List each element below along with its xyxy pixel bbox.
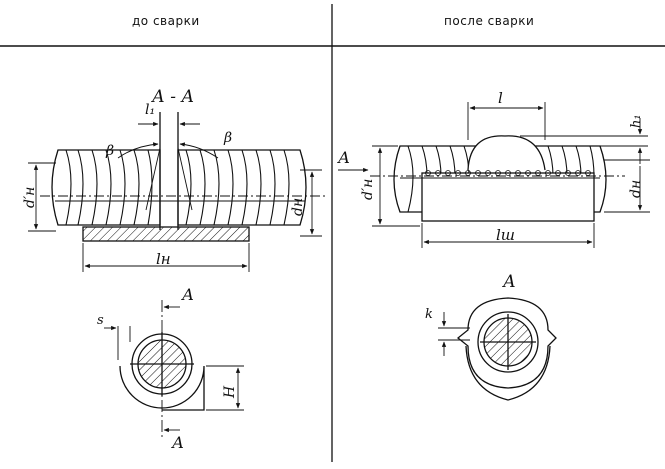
header-before-welding: до сварки — [132, 14, 200, 28]
right-dimensions — [338, 102, 650, 248]
right-bar-ribs — [185, 149, 290, 226]
label-dn-prime-left: d′н — [22, 187, 38, 208]
label-A-arrow: А — [337, 148, 350, 167]
label-h1: h₁ — [629, 114, 644, 128]
table-frame — [0, 4, 665, 462]
label-beta-right: β — [223, 130, 232, 146]
left-dimensions — [28, 121, 322, 272]
label-s: s — [97, 313, 104, 328]
label-A-top: А — [181, 285, 194, 304]
label-lsh: lш — [496, 226, 515, 244]
label-A-bottom: А — [171, 433, 184, 452]
left-section-title: А - А — [151, 87, 194, 107]
header-after-welding: после сварки — [444, 14, 535, 28]
label-beta-left: β — [105, 143, 114, 159]
label-k: k — [425, 307, 433, 322]
label-dn-right: dн — [628, 180, 644, 198]
right-cross-section — [438, 297, 557, 401]
left-backing-strip — [82, 226, 250, 242]
label-l1: l₁ — [145, 102, 155, 118]
label-dn-left: dн — [290, 198, 306, 216]
left-rebar-section — [40, 112, 325, 230]
right-section-title: А — [502, 272, 516, 292]
right-rebar-joint — [370, 135, 625, 222]
label-H: Н — [222, 385, 238, 399]
label-dn-prime-right: d′н — [360, 179, 376, 200]
label-l: l — [498, 89, 503, 107]
left-cross-section — [104, 300, 244, 440]
left-bar-ribs — [65, 149, 153, 226]
label-ln: lн — [156, 250, 171, 268]
